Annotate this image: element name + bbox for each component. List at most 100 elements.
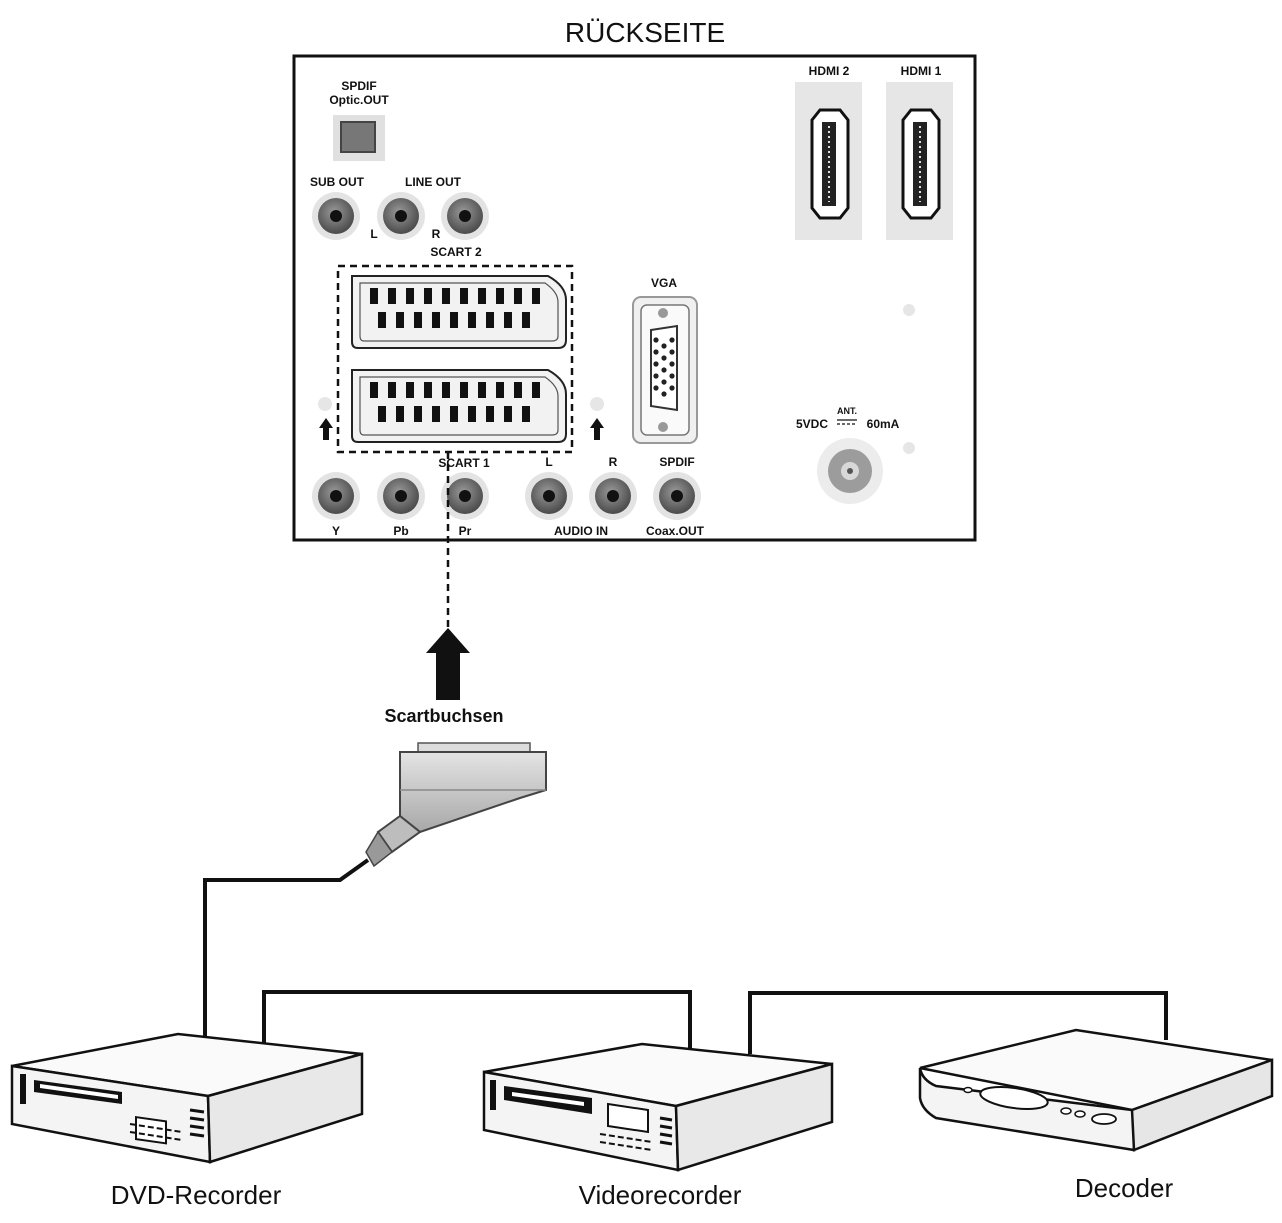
audio-in-r-jack bbox=[589, 472, 637, 520]
scart-pin bbox=[378, 406, 386, 422]
vga-pin bbox=[661, 343, 667, 349]
vga-pin bbox=[661, 379, 667, 385]
vga-label: VGA bbox=[651, 276, 677, 290]
vga-pin bbox=[661, 367, 667, 373]
cable-dvd-to-video bbox=[262, 990, 692, 1058]
pb-label: Pb bbox=[393, 524, 408, 538]
decoder-device bbox=[918, 1028, 1274, 1152]
scart-pin bbox=[532, 382, 540, 398]
scart-pin bbox=[460, 382, 468, 398]
sub-out-label: SUB OUT bbox=[310, 175, 365, 189]
scart-pin bbox=[468, 312, 476, 328]
spdif-optical-port: SPDIF Optic.OUT bbox=[329, 79, 389, 161]
vga-pin bbox=[669, 349, 675, 355]
y-label: Y bbox=[332, 524, 340, 538]
videorecorder-device bbox=[482, 1042, 834, 1172]
spdif-coax-jack bbox=[653, 472, 701, 520]
line-out-l-label: L bbox=[370, 227, 377, 241]
up-arrow-icon bbox=[426, 628, 470, 700]
scart-pin bbox=[432, 406, 440, 422]
scart-pin bbox=[486, 312, 494, 328]
vga-pin bbox=[669, 373, 675, 379]
ant-voltage-label: 5VDC bbox=[796, 417, 828, 431]
vga-pin bbox=[669, 361, 675, 367]
line-out-r-jack bbox=[441, 192, 489, 240]
sub-out-jack bbox=[312, 192, 360, 240]
vga-pin bbox=[669, 337, 675, 343]
scart-pin bbox=[388, 382, 396, 398]
audio-in-r-label: R bbox=[609, 455, 618, 469]
scart-pin bbox=[424, 288, 432, 304]
vga-pin bbox=[653, 349, 659, 355]
scart-pin bbox=[532, 288, 540, 304]
dvd-recorder-label: DVD-Recorder bbox=[111, 1180, 282, 1210]
spdif-optic-label-2: Optic.OUT bbox=[329, 93, 389, 107]
scart2-connector bbox=[351, 275, 567, 349]
scart-pin bbox=[442, 288, 450, 304]
vga-pin bbox=[653, 373, 659, 379]
vga-pin bbox=[653, 385, 659, 391]
audio-in-label: AUDIO IN bbox=[554, 524, 608, 538]
scart-pin bbox=[514, 382, 522, 398]
y-jack bbox=[312, 472, 360, 520]
line-out-r-label: R bbox=[432, 227, 441, 241]
videorecorder-label: Videorecorder bbox=[579, 1180, 742, 1210]
scart-pin bbox=[514, 288, 522, 304]
scart-pin bbox=[424, 382, 432, 398]
vga-port: VGA bbox=[632, 276, 698, 444]
scart-pin bbox=[478, 288, 486, 304]
decoder-label: Decoder bbox=[1075, 1173, 1174, 1203]
scart-highlight-box bbox=[336, 264, 574, 454]
spdif-coax-label: SPDIF bbox=[659, 455, 694, 469]
scart-pin bbox=[388, 288, 396, 304]
ant-label: ANT. bbox=[837, 406, 857, 416]
vga-pins bbox=[653, 337, 675, 397]
scart-pin bbox=[450, 406, 458, 422]
scart-pin bbox=[432, 312, 440, 328]
scart-pin bbox=[396, 406, 404, 422]
scart-pin bbox=[460, 288, 468, 304]
scart-cable-label: Scartbuchsen bbox=[384, 706, 503, 726]
tv-back-panel: SPDIF Optic.OUT SUB OUT LINE OUT L R SCA… bbox=[292, 54, 977, 542]
vga-pin bbox=[661, 355, 667, 361]
up-arrow-icon bbox=[319, 418, 333, 440]
pr-jack bbox=[441, 472, 489, 520]
hdmi2-port: HDMI 2 bbox=[795, 64, 862, 240]
up-arrow-icon bbox=[590, 418, 604, 440]
diagram-title: RÜCKSEITE bbox=[565, 17, 725, 48]
audio-in-l-label: L bbox=[545, 455, 552, 469]
vga-pin bbox=[669, 385, 675, 391]
audio-in-l-jack bbox=[525, 472, 573, 520]
scart-pin bbox=[406, 382, 414, 398]
panel-screw bbox=[318, 397, 332, 411]
scart-pin bbox=[378, 312, 386, 328]
antenna-port: ANT. 5VDC 60mA bbox=[796, 406, 900, 504]
scart-pin bbox=[450, 312, 458, 328]
panel-screw bbox=[590, 397, 604, 411]
scart-pin bbox=[468, 406, 476, 422]
cable-video-to-decoder bbox=[748, 991, 1168, 1054]
scart-pin bbox=[370, 382, 378, 398]
scart1-label: SCART 1 bbox=[438, 456, 490, 470]
ant-current-label: 60mA bbox=[867, 417, 900, 431]
scart-pin bbox=[496, 288, 504, 304]
bottom-jack-row bbox=[312, 472, 701, 520]
cable-dvd-to-scart bbox=[203, 858, 370, 1042]
scart-pin bbox=[496, 382, 504, 398]
scart2-pins bbox=[370, 288, 540, 328]
scart-pin bbox=[522, 312, 530, 328]
line-out-l-jack bbox=[377, 192, 425, 240]
line-out-label: LINE OUT bbox=[405, 175, 462, 189]
connection-cables bbox=[203, 858, 1168, 1058]
scart-pin bbox=[504, 406, 512, 422]
scart-pin bbox=[406, 288, 414, 304]
panel-screw bbox=[903, 442, 915, 454]
vga-pin bbox=[661, 391, 667, 397]
scart-pin bbox=[370, 288, 378, 304]
scart-pin bbox=[486, 406, 494, 422]
scart-pin bbox=[478, 382, 486, 398]
scart2-label: SCART 2 bbox=[430, 245, 482, 259]
scart-pin bbox=[522, 406, 530, 422]
scart1-pins bbox=[370, 382, 540, 422]
